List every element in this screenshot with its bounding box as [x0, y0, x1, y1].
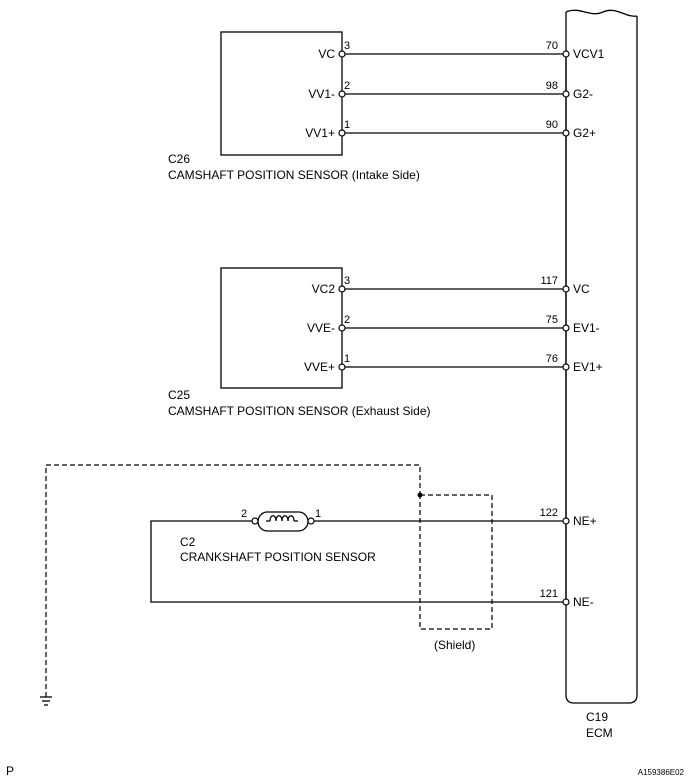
- ecm-box: [565, 12, 638, 704]
- ecm-pin-number-117: 117: [540, 275, 558, 287]
- exhaust-sensor-name: CAMSHAFT POSITION SENSOR (Exhaust Side): [168, 404, 431, 418]
- ecm-pin-number-122: 122: [540, 507, 558, 519]
- exhaust-pin-label-vveplus: VVE+: [304, 360, 335, 374]
- ecm-label-neplus: NE+: [573, 514, 597, 528]
- terminal-ecm-75: [562, 324, 570, 332]
- ecm-pin-number-121: 121: [540, 588, 558, 600]
- exhaust-pin-label-vc2: VC2: [312, 282, 336, 296]
- ecm-label-g2minus: G2-: [573, 87, 593, 101]
- wire-crank-loop: [150, 520, 566, 603]
- terminal-c26-3: [338, 50, 346, 58]
- exhaust-pin-number-3: 3: [344, 275, 350, 287]
- crankshaft-coil-icon: [257, 511, 309, 532]
- ecm-label-ev1plus: EV1+: [573, 360, 603, 374]
- exhaust-connector-code: C25: [168, 388, 190, 402]
- ecm-label-ev1minus: EV1-: [573, 321, 600, 335]
- terminal-c25-3: [338, 285, 346, 293]
- terminal-ecm-70: [562, 50, 570, 58]
- shield-ground-wire: [45, 464, 421, 697]
- terminal-c25-2: [338, 324, 346, 332]
- terminal-c25-1: [338, 363, 346, 371]
- terminal-c2-1: [307, 517, 315, 525]
- ground-icon: [40, 696, 52, 706]
- crank-sensor-name: CRANKSHAFT POSITION SENSOR: [180, 550, 376, 564]
- intake-pin-label-vc: VC: [318, 47, 335, 61]
- crank-pin-number-1: 1: [315, 508, 321, 520]
- terminal-ecm-122: [562, 517, 570, 525]
- ecm-pin-number-76: 76: [546, 353, 558, 365]
- terminal-c26-2: [338, 90, 346, 98]
- ecm-label-vcv1: VCV1: [573, 47, 605, 61]
- crank-pin-number-2: 2: [241, 508, 247, 520]
- terminal-ecm-121: [562, 598, 570, 606]
- ecm-name: ECM: [586, 726, 613, 740]
- exhaust-pin-label-vveminus: VVE-: [307, 321, 335, 335]
- figure-code: A159386E02: [638, 768, 685, 777]
- intake-pin-number-2: 2: [344, 80, 350, 92]
- terminal-c2-2: [251, 517, 259, 525]
- shield-box: [419, 494, 493, 630]
- terminal-ecm-76: [562, 363, 570, 371]
- exhaust-pin-number-2: 2: [344, 314, 350, 326]
- footer-left-mark: P: [6, 764, 14, 778]
- ecm-pin-number-75: 75: [546, 314, 558, 326]
- shield-junction-dot: [417, 492, 423, 498]
- ecm-pin-number-90: 90: [546, 119, 558, 131]
- intake-pin-label-vv1minus: VV1-: [308, 87, 335, 101]
- ecm-label-neminus: NE-: [573, 595, 594, 609]
- terminal-ecm-117: [562, 285, 570, 293]
- ecm-connector-code: C19: [586, 710, 608, 724]
- intake-pin-number-3: 3: [344, 40, 350, 52]
- ecm-label-vc: VC: [573, 282, 590, 296]
- intake-sensor-name: CAMSHAFT POSITION SENSOR (Intake Side): [168, 168, 420, 182]
- crank-connector-code: C2: [180, 535, 196, 549]
- shield-label: (Shield): [434, 638, 475, 652]
- intake-connector-code: C26: [168, 152, 190, 166]
- ecm-pin-number-98: 98: [546, 80, 558, 92]
- terminal-ecm-90: [562, 129, 570, 137]
- exhaust-pin-number-1: 1: [344, 353, 350, 365]
- intake-pin-number-1: 1: [344, 119, 350, 131]
- ecm-label-g2plus: G2+: [573, 126, 596, 140]
- intake-pin-label-vv1plus: VV1+: [305, 126, 335, 140]
- terminal-c26-1: [338, 129, 346, 137]
- ecm-break-line: [565, 9, 638, 17]
- terminal-ecm-98: [562, 90, 570, 98]
- ecm-pin-number-70: 70: [546, 40, 558, 52]
